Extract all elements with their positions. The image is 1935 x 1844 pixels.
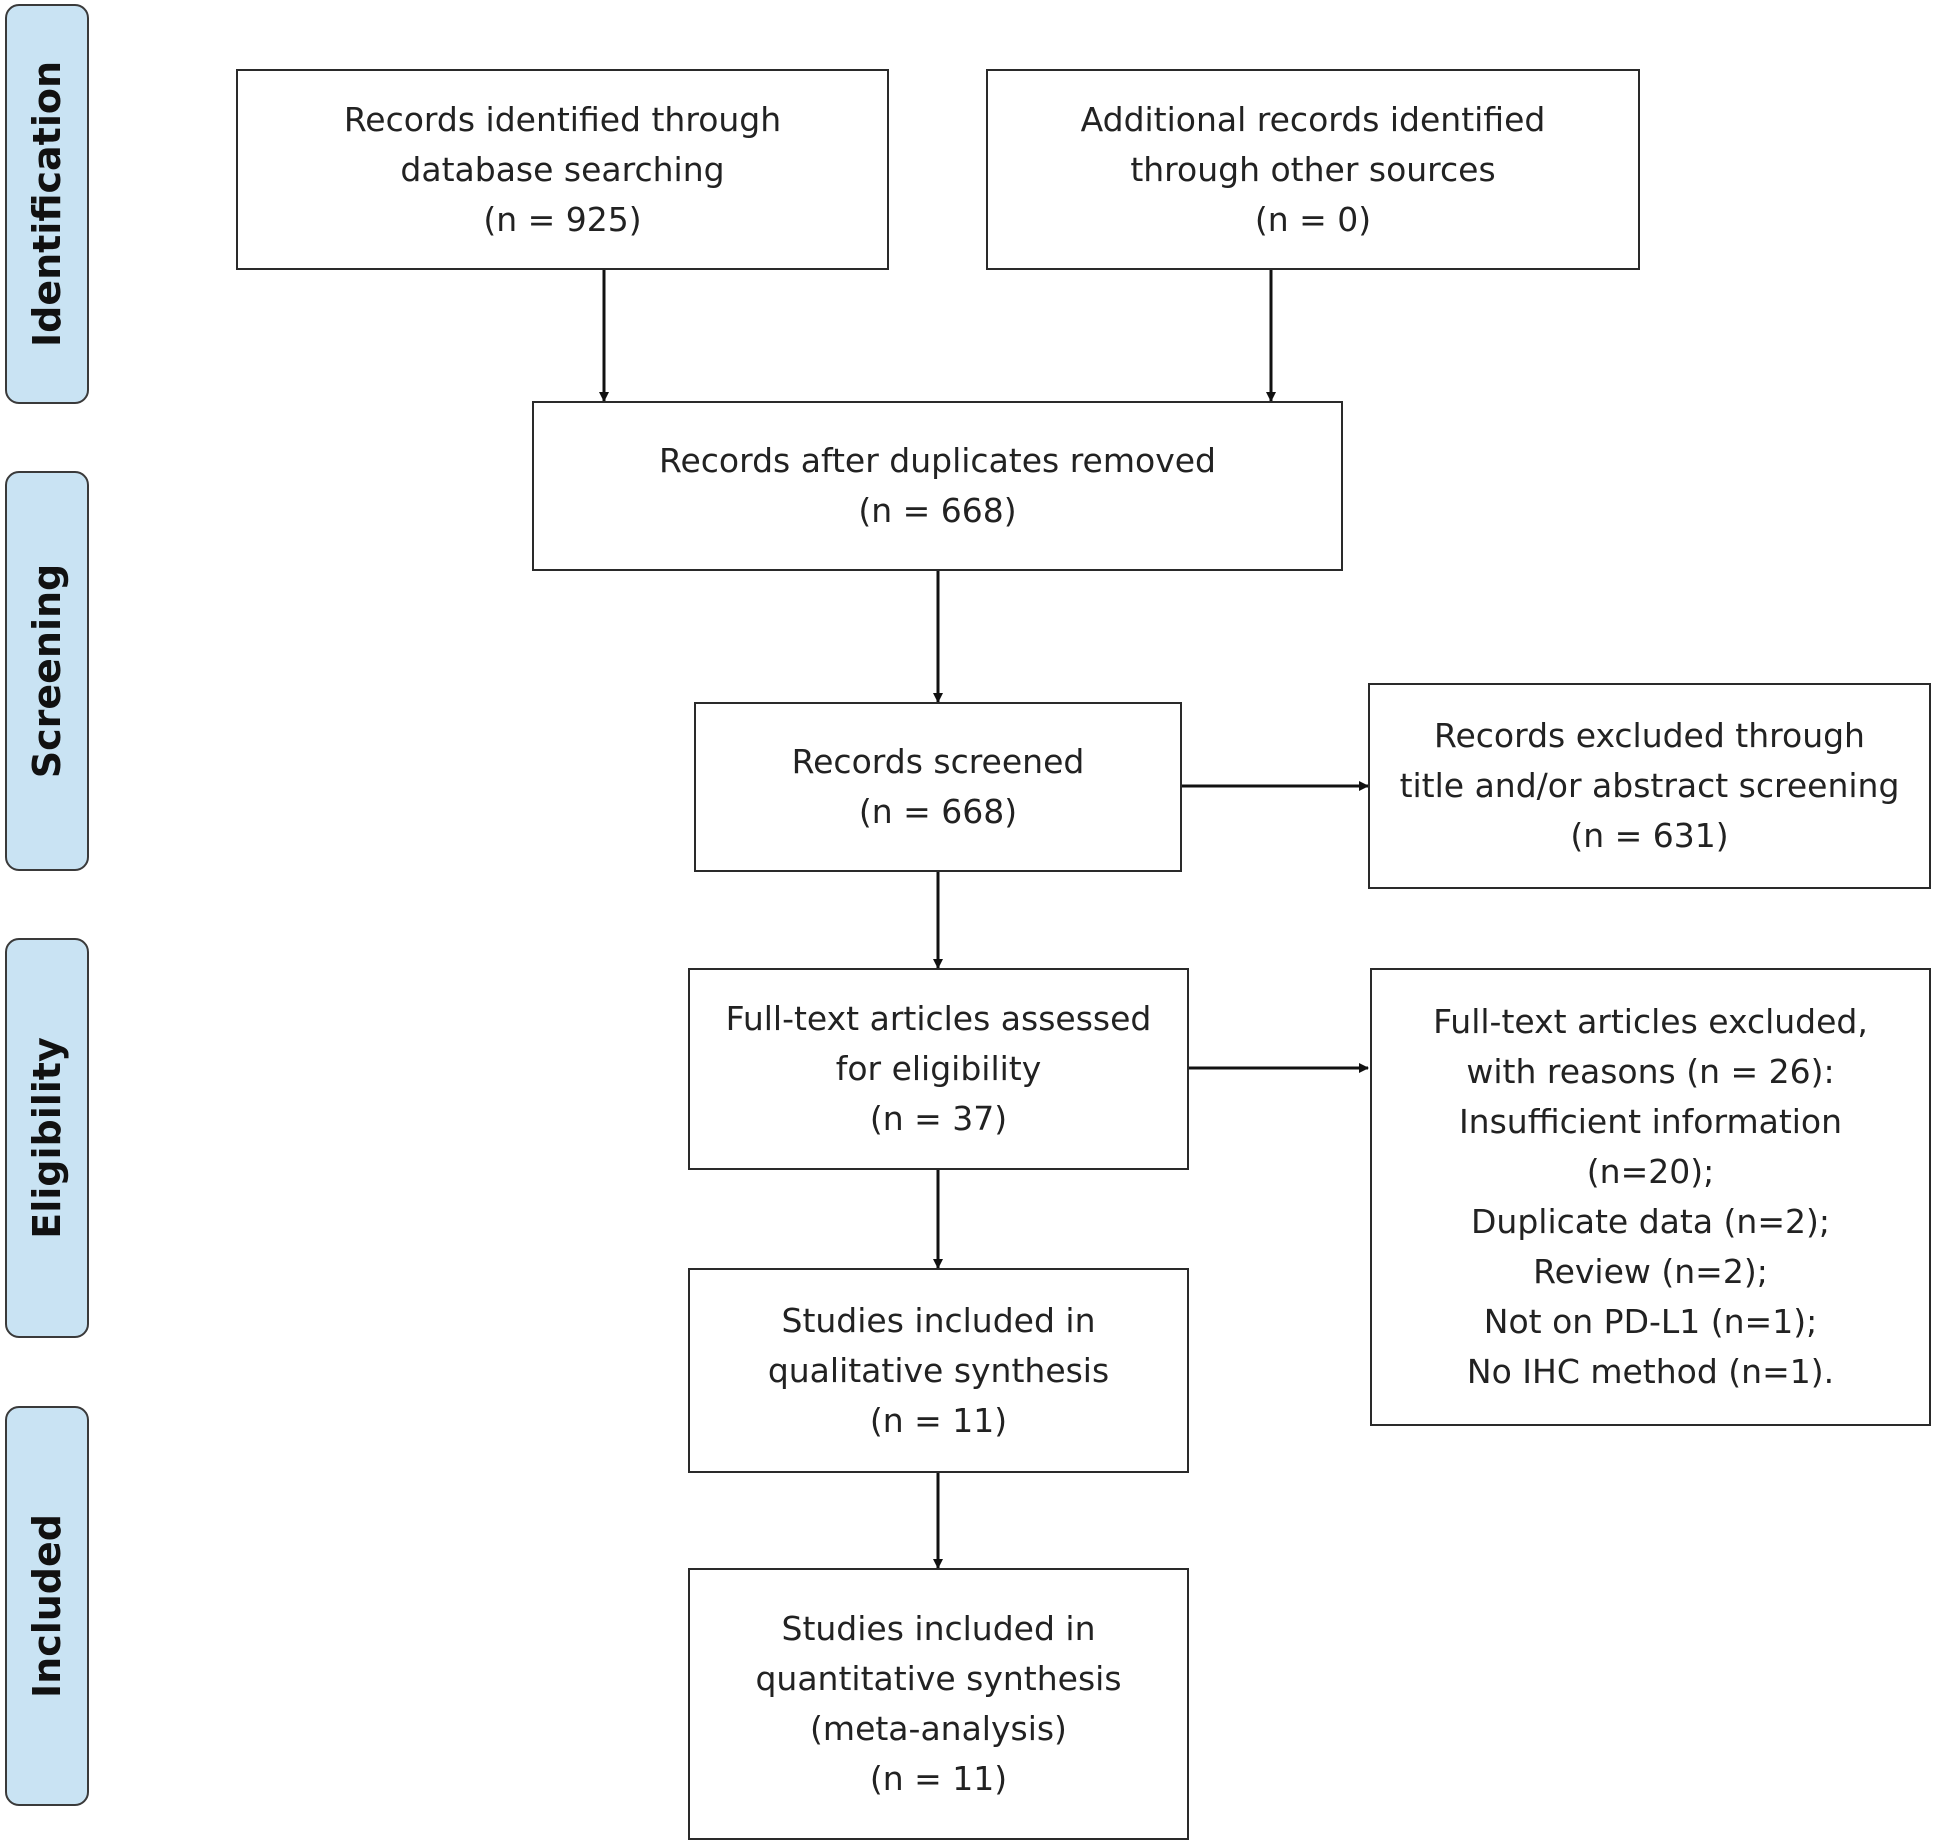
- box-text-line: (n = 925): [483, 199, 642, 239]
- box-text-line: Full-text articles assessed: [725, 999, 1152, 1038]
- box-text-line: (meta-analysis): [810, 1709, 1067, 1748]
- box-text-line: quantitative synthesis: [755, 1659, 1122, 1698]
- box-text-line: (n = 668): [858, 491, 1017, 530]
- phase-screening: Screening: [5, 471, 89, 871]
- box-text-line: Not on PD-L1 (n=1);: [1483, 1302, 1818, 1341]
- box-text-line: Full-text articles excluded,: [1433, 1002, 1868, 1041]
- box-fulltext-assessed: Full-text articles assessed for eligibil…: [688, 968, 1189, 1170]
- box-fulltext-excluded: Full-text articles excluded, with reason…: [1370, 968, 1931, 1426]
- box-text-line: for eligibility: [835, 1049, 1042, 1088]
- box-text-line: Records after duplicates removed: [659, 441, 1216, 480]
- phase-identification: Identification: [5, 4, 89, 404]
- box-records-excluded: Records excluded through title and/or ab…: [1368, 683, 1931, 889]
- box-text-line: Records excluded through: [1434, 716, 1865, 755]
- box-text-line: Studies included in: [781, 1300, 1096, 1340]
- box-database-search: Records identified through database sear…: [236, 69, 889, 270]
- box-text-line: (n = 668): [858, 792, 1018, 831]
- phase-included: Included: [5, 1406, 89, 1806]
- box-text-line: (n = 37): [869, 1099, 1008, 1138]
- box-text-line: (n = 11): [869, 1759, 1008, 1798]
- box-text-line: title and/or abstract screening: [1399, 766, 1900, 805]
- box-text-line: (n = 11): [869, 1400, 1008, 1440]
- box-quantitative-synthesis: Studies included in quantitative synthes…: [688, 1568, 1189, 1840]
- box-text-line: Records identified through: [343, 99, 782, 139]
- box-text-line: Review (n=2);: [1533, 1252, 1768, 1291]
- box-text-line: (n = 0): [1254, 199, 1372, 239]
- box-text-line: qualitative synthesis: [767, 1350, 1110, 1390]
- box-text-line: Insufficient information: [1458, 1102, 1843, 1141]
- box-duplicates-removed: Records after duplicates removed (n = 66…: [532, 401, 1343, 571]
- box-text-line: Duplicate data (n=2);: [1471, 1202, 1830, 1241]
- box-text-line: Records screened: [791, 742, 1085, 781]
- box-text-line: No IHC method (n=1).: [1466, 1352, 1835, 1391]
- box-text-line: with reasons (n = 26):: [1466, 1052, 1835, 1091]
- box-text-line: database searching: [400, 149, 725, 189]
- box-records-screened: Records screened (n = 668): [694, 702, 1182, 872]
- box-text-line: (n=20);: [1586, 1152, 1715, 1191]
- box-text-line: (n = 631): [1570, 816, 1729, 855]
- phase-eligibility: Eligibility: [5, 938, 89, 1338]
- box-qualitative-synthesis: Studies included in qualitative synthesi…: [688, 1268, 1189, 1473]
- box-text-line: Studies included in: [781, 1609, 1096, 1648]
- box-text-line: through other sources: [1130, 149, 1496, 189]
- box-other-sources: Additional records identified through ot…: [986, 69, 1640, 270]
- box-text-line: Additional records identified: [1080, 99, 1546, 139]
